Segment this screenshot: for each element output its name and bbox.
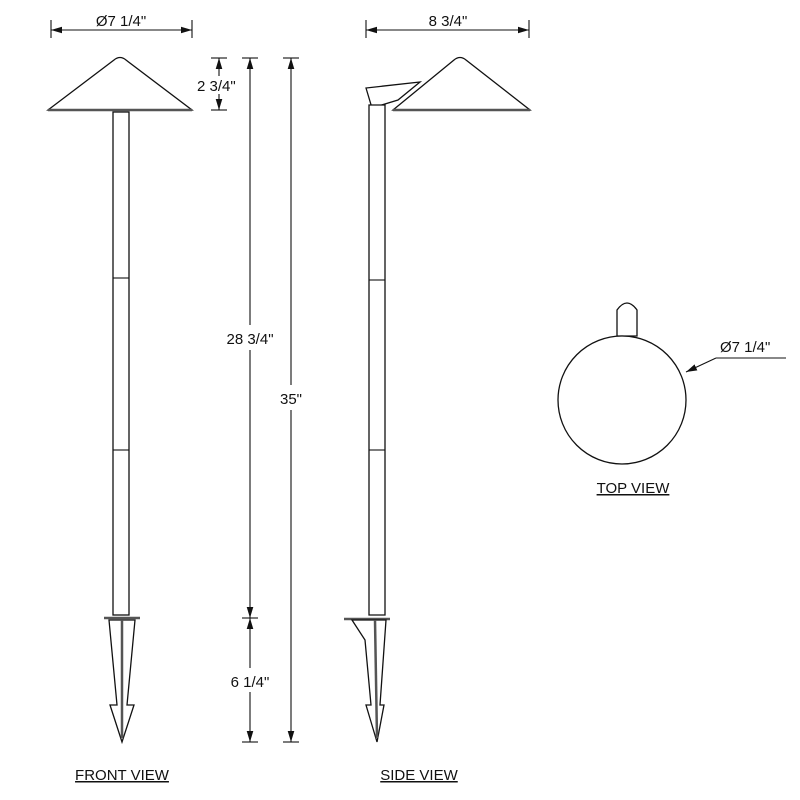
spike-length-label: 6 1/4" bbox=[231, 674, 270, 691]
overall-height-label: 35" bbox=[280, 391, 302, 408]
front-view-title: FRONT VIEW bbox=[75, 767, 170, 784]
front-view bbox=[46, 56, 194, 745]
top-view-title: TOP VIEW bbox=[597, 480, 671, 497]
pole-height-label: 28 3/4" bbox=[226, 331, 273, 348]
top-view bbox=[557, 302, 786, 465]
top-diameter-label: Ø7 1/4" bbox=[720, 339, 770, 356]
side-width-label: 8 3/4" bbox=[429, 13, 468, 30]
front-diameter-label: Ø7 1/4" bbox=[96, 13, 146, 30]
side-view bbox=[344, 56, 532, 743]
side-view-title: SIDE VIEW bbox=[380, 767, 458, 784]
shade-height-label: 2 3/4" bbox=[197, 78, 236, 95]
